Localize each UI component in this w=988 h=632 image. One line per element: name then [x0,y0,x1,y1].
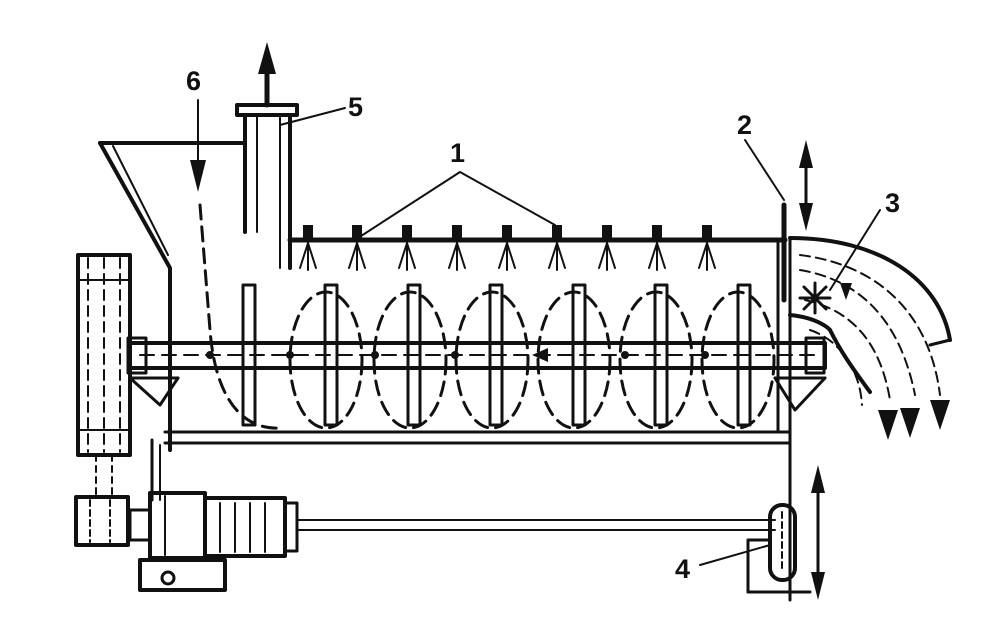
leader-lines [279,107,881,566]
callout-label-4: 4 [675,554,690,584]
inlet-down-arrow [190,99,206,192]
callout-label-5: 5 [348,92,363,122]
spray-nozzle [299,225,317,271]
exhaust-stack [235,103,299,270]
left-bearing-support [128,376,180,407]
spray-nozzle [698,225,716,271]
callout-label-6: 6 [186,66,201,96]
spray-nozzle [348,225,366,271]
connecting-rod [296,519,776,531]
spray-nozzle [648,225,666,271]
spray-nozzle [548,225,566,271]
drive-pulley [76,253,132,457]
product-flow-path [198,203,776,430]
star-wheel [798,281,852,315]
right-bearing-support [773,376,827,412]
spray-nozzle [398,225,416,271]
gate-double-arrow [799,140,813,231]
discharge-chute [788,236,952,406]
agitator-paddles [241,283,752,427]
eccentric-double-arrow [811,465,825,600]
spray-nozzle [498,225,516,271]
spray-nozzle [598,225,616,271]
motor-gearbox [128,491,299,592]
callout-label-1: 1 [450,138,465,168]
feed-hopper [98,141,247,452]
drive-belt [95,454,113,498]
callout-label-3: 3 [885,188,900,218]
main-shaft [126,336,827,375]
eccentric-drive [746,503,812,594]
spray-nozzle [448,225,466,271]
discharge-arrows [878,400,950,440]
lower-pulley [74,495,130,547]
spray-nozzles [299,225,716,271]
exhaust-up-arrow [258,42,276,108]
callout-label-2: 2 [737,110,752,140]
